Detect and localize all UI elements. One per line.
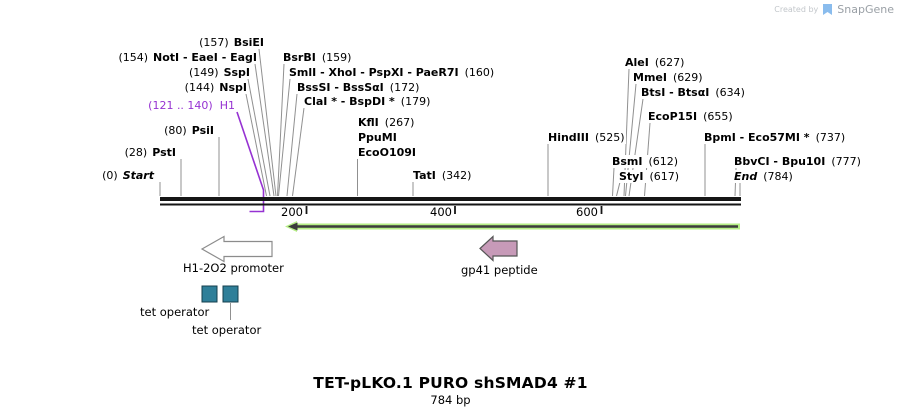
tet-operator-box-2 <box>222 285 239 303</box>
watermark-brand: SnapGene <box>837 3 894 16</box>
ruler-label-400: 400 <box>430 205 452 219</box>
watermark: Created by SnapGene <box>774 3 894 16</box>
tet-operator-label-1: tet operator <box>140 305 210 319</box>
site-label-alei: AleI(627) <box>624 56 686 69</box>
site-label-bsiei: (157)BsiEI <box>198 36 265 49</box>
map-length: 784 bp <box>430 393 471 407</box>
site-label-bpmi-eco57mi: BpmI - Eco57MI *(737) <box>703 131 847 144</box>
promoter-arrow <box>200 235 273 263</box>
map-title: TET-pLKO.1 PURO shSMAD4 #1 <box>313 374 588 392</box>
site-label-bbvci-bpu10i: BbvCI - Bpu10I(777) <box>733 155 862 168</box>
h1-region-label: (121 .. 140)H1 <box>147 99 236 112</box>
site-label-hindiii: HindIII(525) <box>547 131 626 144</box>
watermark-created-by: Created by <box>774 5 819 14</box>
site-label-bsmi: BsmI(612) <box>611 155 680 168</box>
dna-line-bottom <box>160 203 741 206</box>
site-label-btsi-btsai: BtsI - BtsαI(634) <box>640 86 746 99</box>
site-label-ecop15i: EcoP15I(655) <box>647 110 734 123</box>
gp41-arrow <box>479 235 518 262</box>
site-label-bsrbi: BsrBI(159) <box>282 51 353 64</box>
ruler-label-200: 200 <box>281 205 303 219</box>
gp41-label: gp41 peptide <box>461 263 538 277</box>
site-label-psti: (28)PstI <box>123 146 177 159</box>
site-label-psii: (80)PsiI <box>163 124 215 137</box>
dna-line-top <box>160 197 741 201</box>
site-label-smli-xhoi-pspxi-paer7i: SmlI - XhoI - PspXI - PaeR7I(160) <box>288 66 496 79</box>
site-label-styi: StyI(617) <box>618 170 681 183</box>
ruler-ticks <box>305 206 603 214</box>
construct-arrow-core <box>288 222 738 231</box>
site-label-kfli: KflI(267) <box>357 116 416 129</box>
site-label-noti-eaei-eagi: (154)NotI - EaeI - EagI <box>117 51 258 64</box>
site-label-bsssi-bsssai: BssSI - BssSαI(172) <box>296 81 421 94</box>
site-label-ecoo109i: EcoO109I <box>357 146 417 159</box>
site-label-clai-bspdi: ClaI * - BspDI *(179) <box>303 95 432 108</box>
ruler-label-600: 600 <box>576 205 598 219</box>
site-label-nspi: (144)NspI <box>183 81 248 94</box>
site-label-tati: TatI(342) <box>412 169 473 182</box>
start-label: (0)Start <box>101 169 155 182</box>
site-label-ppumi: PpuMI <box>357 131 398 144</box>
tet-operator-box-1 <box>201 285 218 303</box>
site-label-mmei: MmeI(629) <box>632 71 704 84</box>
tet-operator-label-2: tet operator <box>192 323 262 337</box>
site-label-sspi: (149)SspI <box>187 66 251 79</box>
promoter-label: H1-2O2 promoter <box>183 261 284 275</box>
snapgene-logo-icon <box>823 4 833 15</box>
end-label: End(784) <box>733 170 794 183</box>
